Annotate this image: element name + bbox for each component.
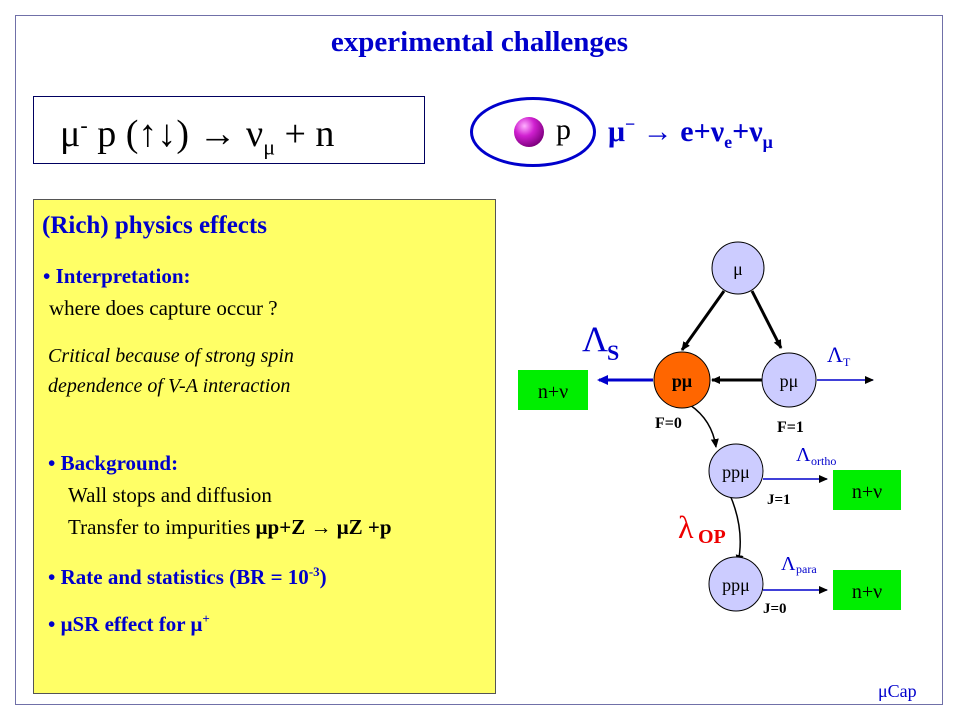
proton-label: p: [556, 113, 571, 146]
lambda-s-symbol: Λ: [582, 319, 608, 359]
pmu-triplet-label: pμ: [780, 371, 799, 391]
critical-line-1: Critical because of strong spin: [48, 345, 294, 367]
lambda-t-subscript: T: [843, 355, 851, 369]
proton-sphere-icon: [514, 117, 544, 147]
nnu-para-label: n+ν: [852, 581, 882, 603]
f0-label: F=0: [655, 415, 682, 432]
ppmu-ortho-node: [708, 443, 764, 499]
arrow-mu-to-singlet: [680, 290, 726, 351]
arrow-singlet-to-ppmu: [689, 404, 719, 448]
lambda-t-symbol: Λ: [827, 342, 843, 367]
slide-title: experimental challenges: [330, 26, 629, 58]
lambda-ortho-subscript: ortho: [811, 454, 836, 468]
rate-bullet: • Rate and statistics (BR = 10-3): [48, 564, 327, 589]
arrow-mu-to-triplet: [750, 290, 783, 349]
reaction-box: [33, 96, 425, 164]
nnu-box-ortho: [833, 470, 901, 510]
j0-label: J=0: [763, 601, 787, 617]
background-line-2: Transfer to impurities μp+Z → μZ +p: [68, 515, 392, 539]
nnu-box-para: [833, 570, 901, 610]
slide-frame: [15, 15, 943, 705]
ppmu-para-node: [708, 556, 764, 612]
musr-bullet: • μSR effect for μ+: [48, 611, 210, 636]
muon-decay-equation: μ− → e+νe+νμ: [608, 114, 773, 152]
lambda-s-subscript: S: [607, 340, 619, 365]
background-bullet: • Background:: [48, 451, 179, 475]
ppmu-ortho-label: ppμ: [722, 462, 750, 482]
capture-reaction: μ- p (↑↓) → νμ + n: [60, 112, 335, 160]
lambda-para-subscript: para: [796, 562, 817, 576]
footer-mucap: μCap: [878, 681, 917, 701]
physics-effects-panel: [33, 199, 496, 694]
lambda-op-symbol: λ: [678, 509, 694, 545]
mu-node: [711, 241, 765, 295]
interpretation-question: where does capture occur ?: [49, 296, 278, 320]
interpretation-bullet: • Interpretation:: [43, 264, 191, 288]
lambda-para-symbol: Λ: [781, 553, 796, 575]
critical-line-2: dependence of V-A interaction: [48, 375, 291, 397]
nnu-ortho-label: n+ν: [852, 481, 882, 503]
lambda-op-subscript: OP: [698, 526, 726, 548]
pmu-singlet-label: pμ: [672, 371, 692, 391]
pmu-triplet-node: [761, 352, 817, 408]
ppmu-para-label: ppμ: [722, 575, 750, 595]
pmu-singlet-node: [653, 351, 711, 409]
proton-ellipse: [470, 97, 596, 167]
f1-label: F=1: [777, 419, 804, 436]
lambda-ortho-symbol: Λ: [796, 444, 811, 466]
mu-label: μ: [733, 259, 743, 279]
nnu-box-left: [518, 370, 588, 410]
arrow-ortho-to-para: [729, 494, 744, 564]
panel-heading: (Rich) physics effects: [42, 212, 267, 239]
nnu-left-label: n+ν: [538, 381, 568, 403]
background-line-1: Wall stops and diffusion: [68, 483, 272, 507]
j1-label: J=1: [767, 492, 791, 508]
